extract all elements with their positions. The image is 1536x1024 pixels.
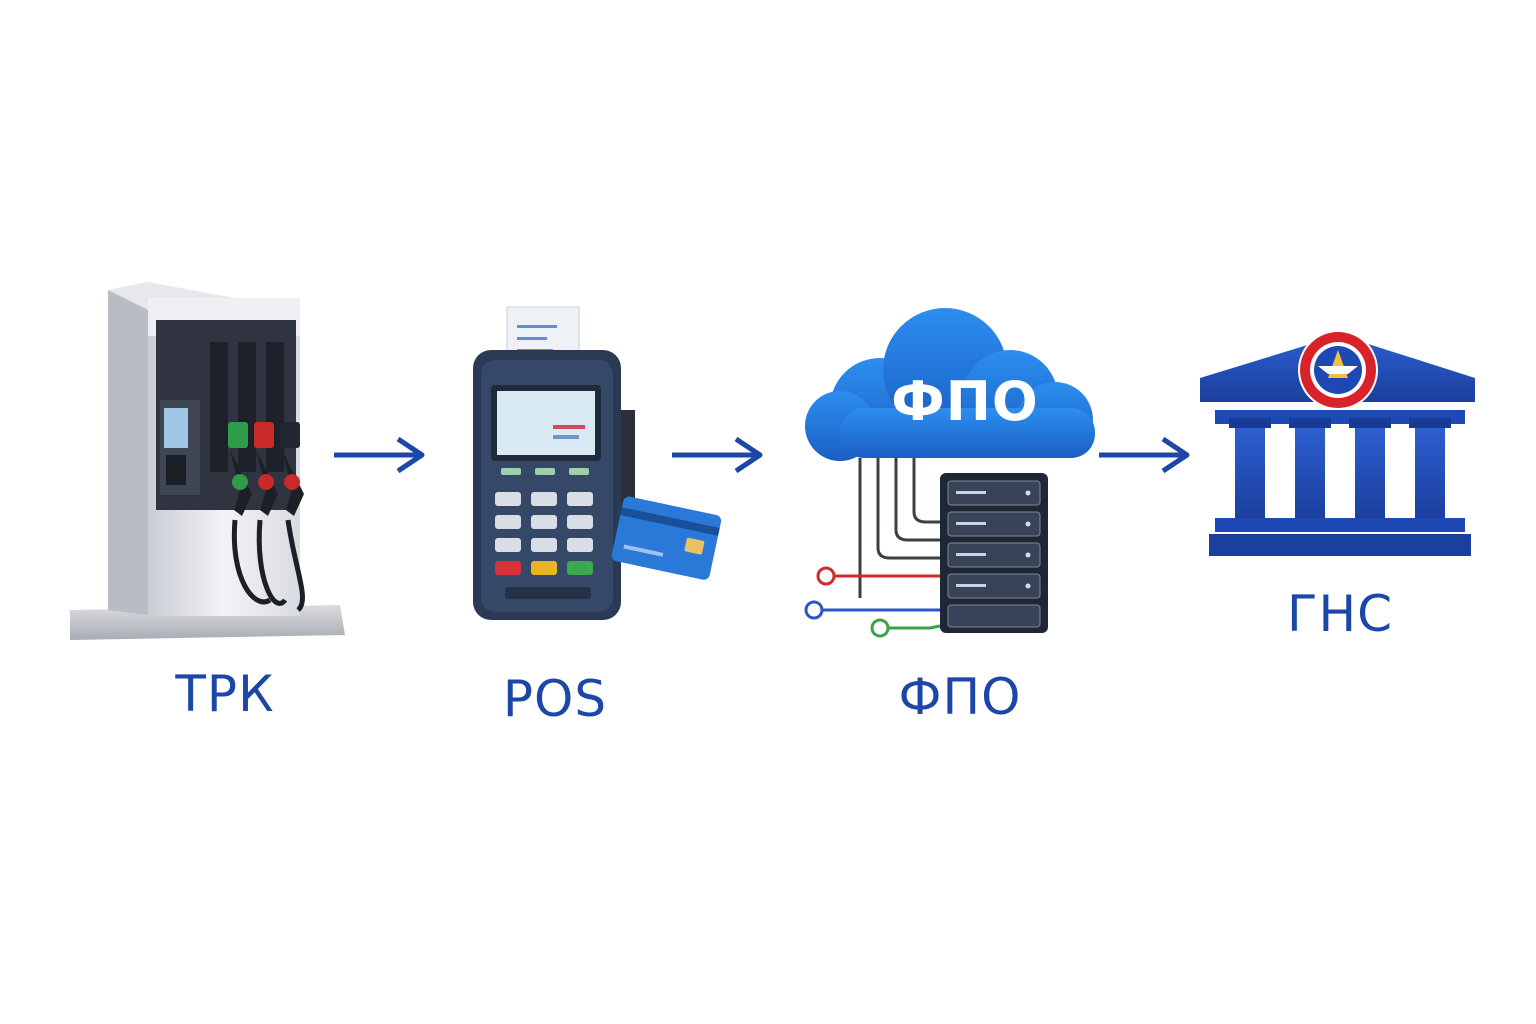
node-label-pos: POS (502, 670, 608, 728)
arrow-right-icon (1099, 436, 1190, 474)
node-label-fpo: ФПО (898, 668, 1022, 726)
arrow-right-icon (334, 436, 425, 474)
arrow-right-icon (672, 436, 763, 474)
node-label-gns: ГНС (1286, 585, 1393, 643)
cloud-server-icon (804, 308, 1095, 638)
fuel-pump-icon (70, 282, 345, 640)
cloud-text: ФПО (891, 370, 1039, 433)
pos-terminal-icon (473, 306, 722, 620)
node-label-trk: ТРК (175, 665, 275, 723)
government-building-icon (1200, 330, 1475, 556)
